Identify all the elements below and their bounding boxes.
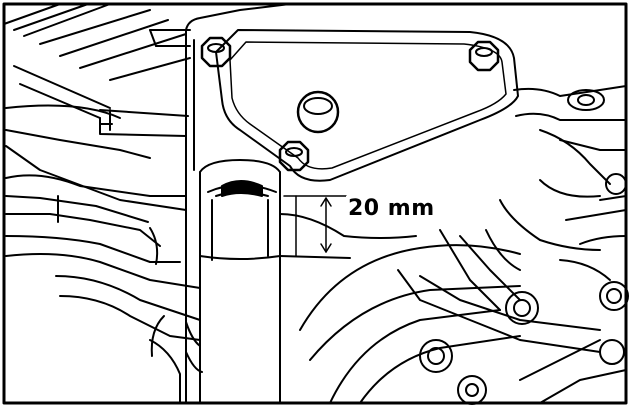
- valve-cover-plate: [216, 30, 518, 181]
- dimension-arrow: [284, 196, 346, 256]
- right-housing: [514, 86, 626, 403]
- left-brackets: [100, 30, 190, 130]
- measurement-label: 20 mm: [346, 196, 437, 222]
- cylinder-head-block: [186, 4, 290, 403]
- outer-frame-border: [4, 4, 626, 403]
- oil-filler-bore: [200, 181, 350, 260]
- cover-bolt: [202, 38, 498, 170]
- valve-cover-inner-edge: [230, 42, 506, 169]
- intake-manifold: [280, 180, 600, 403]
- manifold-bosses: [420, 282, 628, 404]
- left-housing-fins: [4, 4, 200, 403]
